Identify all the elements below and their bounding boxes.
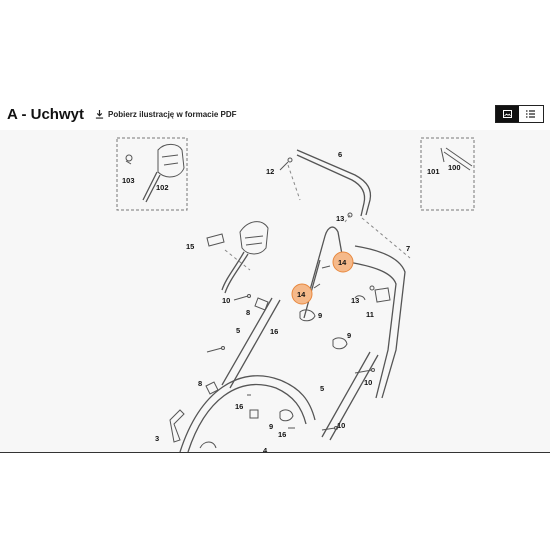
part-label-101: 101 [427,167,440,176]
page-title: A - Uchwyt [7,106,84,123]
part-label-3: 3 [155,434,159,443]
list-icon [526,110,535,118]
download-pdf-label: Pobierz ilustrację w formacie PDF [108,110,237,119]
part-label-103: 103 [122,176,135,185]
highlight-marker-14a [332,251,354,273]
exploded-view-drawing: 103 102 12 6 101 100 13 15 7 14 14 10 8 … [116,137,475,452]
part-label-10a: 10 [222,296,230,305]
download-icon [95,110,104,119]
detail-box-left [116,137,188,211]
part-label-5a: 5 [236,326,240,335]
part-label-9c: 9 [269,422,273,431]
highlight-marker-14b [291,283,313,305]
part-label-15: 15 [186,242,194,251]
view-toggle [495,105,544,123]
image-icon [503,110,512,118]
part-label-14b: 14 [297,290,306,299]
part-label-12: 12 [266,167,274,176]
parts-diagram: 103 102 12 6 101 100 13 15 7 14 14 10 8 … [0,130,550,452]
part-label-14a: 14 [338,258,347,267]
divider-line [0,452,550,453]
part-label-8a: 8 [246,308,250,317]
part-label-10b: 10 [364,378,372,387]
section-header: A - Uchwyt Pobierz ilustrację w formacie… [0,100,550,130]
part-label-9a: 9 [318,311,322,320]
image-view-button[interactable] [496,106,519,122]
part-label-10c: 10 [337,421,345,430]
part-label-5b: 5 [320,384,324,393]
part-label-13b: 13 [351,296,359,305]
part-label-8b: 8 [198,379,202,388]
part-label-9b: 9 [347,331,351,340]
part-label-4: 4 [263,446,268,452]
part-label-6: 6 [338,150,342,159]
part-label-16b: 16 [235,402,243,411]
detail-box-right [420,137,475,211]
part-label-11: 11 [366,310,374,319]
part-label-13a: 13 [336,214,344,223]
download-pdf-link[interactable]: Pobierz ilustrację w formacie PDF [95,110,236,119]
list-view-button[interactable] [519,106,542,122]
part-label-7: 7 [406,244,410,253]
part-label-102: 102 [156,183,169,192]
part-label-16c: 16 [278,430,286,439]
part-label-16a: 16 [270,327,278,336]
part-label-100: 100 [448,163,461,172]
